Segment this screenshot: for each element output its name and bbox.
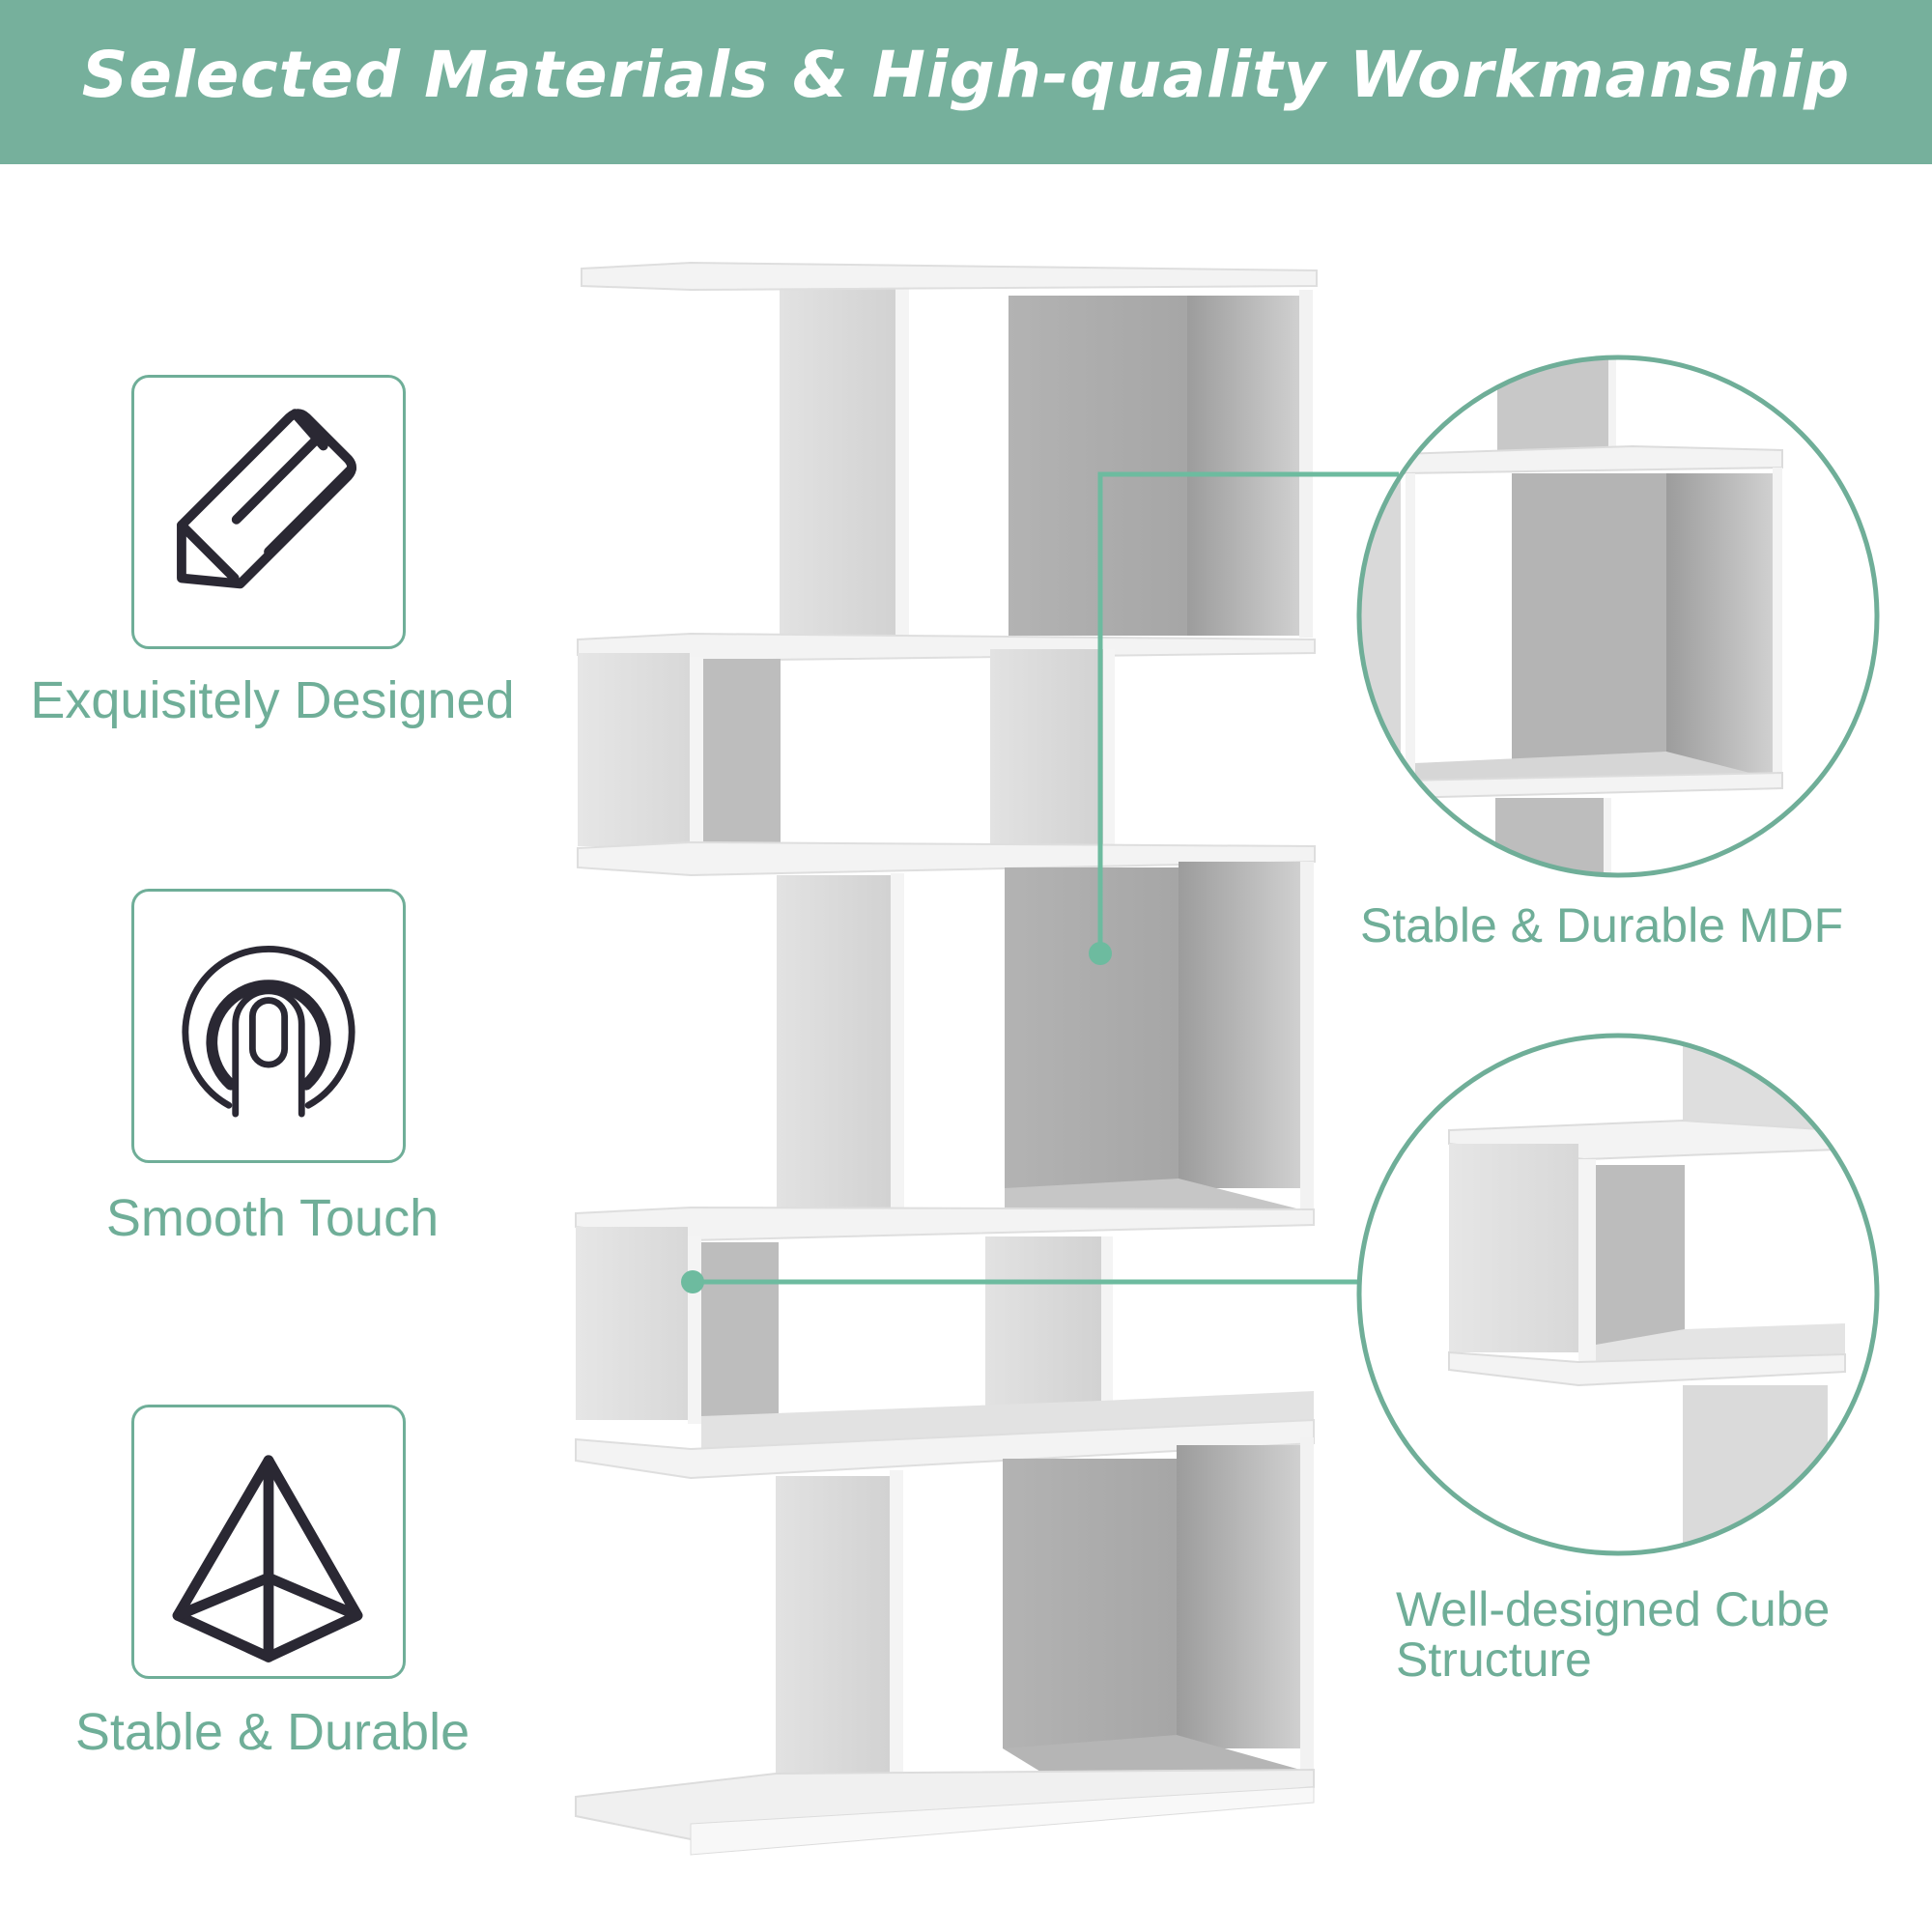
callout-connector-cube	[681, 1270, 1359, 1293]
feature-card-smooth-touch	[131, 889, 406, 1163]
bookshelf	[575, 261, 1318, 1856]
zoom-circle-cube	[1356, 1033, 1880, 1556]
pyramid-icon	[172, 1455, 363, 1662]
callout-connector-mdf	[1089, 471, 1399, 965]
callout-label-mdf: Stable & Durable MDF	[1360, 898, 1844, 952]
feature-card-stable-durable	[131, 1405, 406, 1679]
feature-label-exquisitely-designed: Exquisitely Designed	[30, 671, 515, 729]
callout-label-cube-line2: Structure	[1396, 1633, 1592, 1687]
feature-card-exquisitely-designed	[131, 375, 406, 649]
zoom-circle-mdf	[1356, 355, 1880, 878]
feature-label-smooth-touch: Smooth Touch	[105, 1189, 440, 1247]
touch-finger-icon	[182, 946, 355, 1118]
banner-title: Selected Materials & High-quality Workma…	[81, 38, 1851, 112]
pencil-icon	[177, 409, 357, 589]
callout-label-cube-line1: Well-designed Cube	[1396, 1582, 1831, 1636]
feature-label-stable-durable: Stable & Durable	[74, 1703, 470, 1761]
header-banner: Selected Materials & High-quality Workma…	[0, 0, 1932, 164]
